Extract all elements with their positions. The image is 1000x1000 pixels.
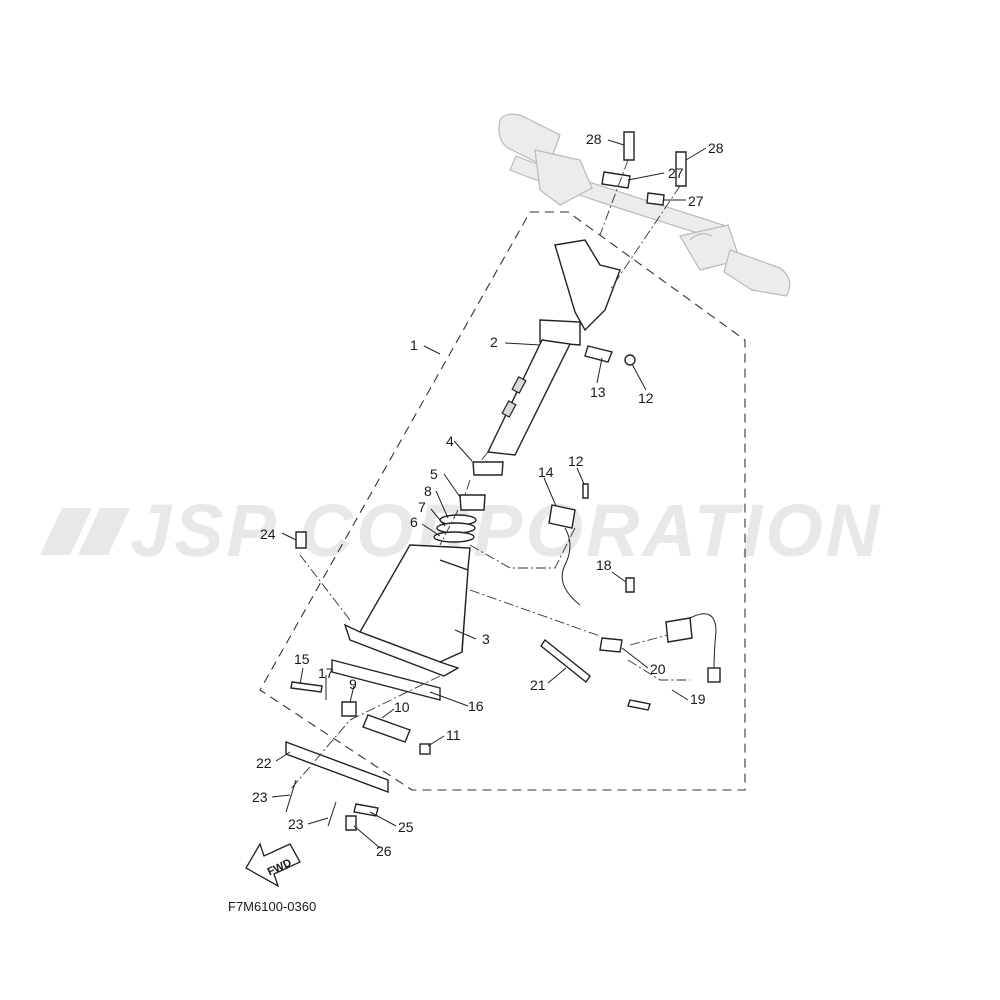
- callout-5: 5: [430, 466, 438, 482]
- part-12-screw-lower: [582, 483, 589, 499]
- part-21-tie: [540, 638, 591, 684]
- part-2-column: [486, 239, 621, 456]
- part-28-bolt-left: [623, 131, 635, 161]
- part-3-housing: [343, 544, 471, 677]
- part-24-bolt: [295, 531, 307, 549]
- callout-14: 14: [538, 464, 554, 480]
- assembly-1-boundary: [259, 211, 746, 791]
- callout-23-left: 23: [252, 789, 268, 805]
- callout-16: 16: [468, 698, 484, 714]
- callout-11: 11: [446, 727, 461, 743]
- part-15-bolt: [290, 681, 323, 693]
- part-23-rivet-right: [327, 801, 337, 827]
- part-16-gasket: [331, 659, 441, 701]
- callout-12-lower: 12: [568, 453, 584, 469]
- part-11-nut: [419, 743, 431, 755]
- figure-code: F7M6100-0360: [228, 899, 316, 914]
- part-28-bolt-right: [675, 151, 687, 187]
- watermark-logo-mark: [40, 508, 130, 555]
- callout-28-left: 28: [586, 131, 602, 147]
- callout-28-right: 28: [708, 140, 724, 156]
- callout-20: 20: [650, 661, 666, 677]
- part-4-collar: [472, 461, 504, 476]
- callout-7: 7: [418, 499, 426, 515]
- callout-10: 10: [394, 699, 410, 715]
- part-18-bolt: [625, 577, 635, 593]
- callout-19: 19: [690, 691, 706, 707]
- handlebar-assembly: [498, 113, 791, 297]
- callout-25: 25: [398, 819, 414, 835]
- part-10-stop-bracket: [362, 714, 411, 743]
- callout-12-upper: 12: [638, 390, 654, 406]
- fwd-arrow: FWD: [245, 842, 301, 888]
- part-14-sensor: [548, 504, 576, 529]
- callout-2: 2: [490, 334, 498, 350]
- part-19-wire: [689, 613, 717, 671]
- watermark: JSP CORPORATION: [40, 489, 882, 572]
- callout-17: 17: [318, 665, 334, 681]
- part-27-clamp-left: [601, 171, 631, 189]
- part-26-screw: [345, 815, 357, 831]
- part-12-screw-upper: [624, 354, 636, 366]
- callout-13: 13: [590, 384, 606, 400]
- part-22-base-plate: [285, 740, 389, 794]
- callout-21: 21: [530, 677, 546, 693]
- callout-18: 18: [596, 557, 612, 573]
- part-19-clip: [627, 699, 651, 711]
- callout-27-right: 27: [688, 193, 704, 209]
- callout-labels: 1 2 3 4 5 6 7 8 9 10 11 12 12 13 14 15 1…: [252, 131, 724, 859]
- callout-9: 9: [349, 676, 357, 692]
- part-20-clamp: [599, 637, 623, 653]
- callout-15: 15: [294, 651, 310, 667]
- watermark-text: JSP CORPORATION: [130, 489, 882, 572]
- callout-26: 26: [376, 843, 392, 859]
- callout-27-left: 27: [668, 165, 684, 181]
- part-14-wire: [561, 527, 581, 606]
- callout-1: 1: [410, 337, 418, 353]
- callout-3: 3: [482, 631, 490, 647]
- callout-23-right: 23: [288, 816, 304, 832]
- part-6-washer: [433, 531, 475, 543]
- callout-6: 6: [410, 514, 418, 530]
- leader-lines: [271, 139, 707, 849]
- callout-24: 24: [260, 526, 276, 542]
- part-19-connector: [707, 667, 721, 683]
- part-13-clamp: [584, 345, 613, 363]
- alignment-lines: [289, 159, 690, 791]
- part-5-bushing: [459, 494, 486, 511]
- part-27-clamp-right: [646, 192, 665, 206]
- part-9-stop: [341, 701, 357, 717]
- callout-8: 8: [424, 483, 432, 499]
- part-19-sensor: [665, 617, 693, 643]
- callout-4: 4: [446, 433, 454, 449]
- callout-22: 22: [256, 755, 272, 771]
